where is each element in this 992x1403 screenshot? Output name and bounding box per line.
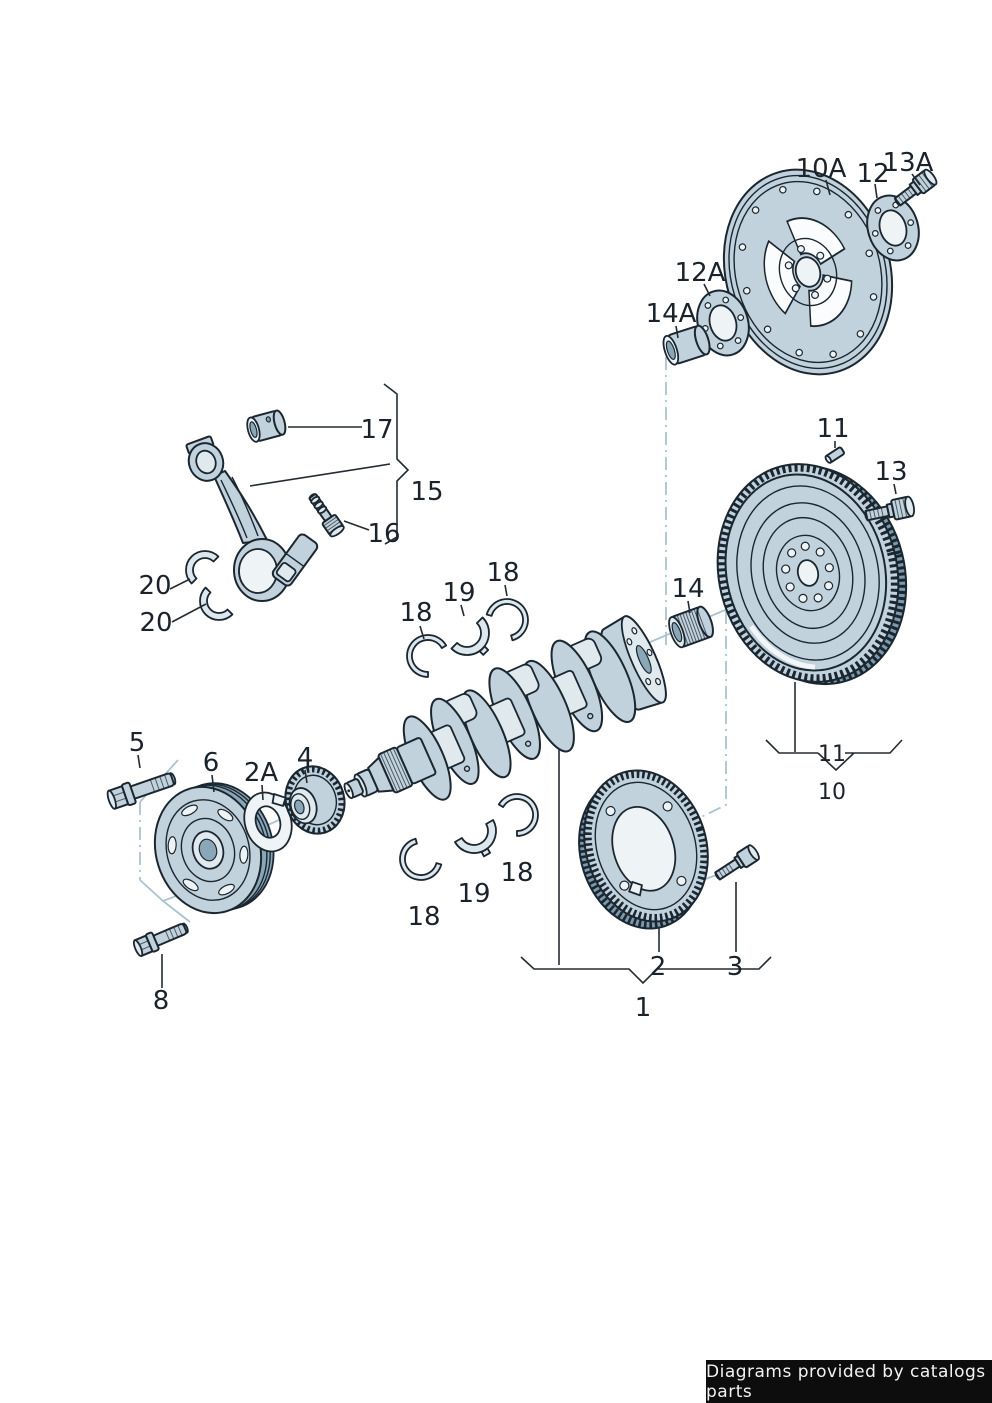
callout-20-upper[interactable]: 20 [138,571,171,601]
callout-15[interactable]: 15 [410,477,443,507]
gear-teeth [284,765,346,835]
callout-5[interactable]: 5 [129,728,146,758]
callout-16[interactable]: 16 [367,519,400,549]
rod-bearing-shell-20-lower[interactable] [192,586,234,628]
drive-plate[interactable] [699,149,917,396]
ring-gear-opening [611,805,677,892]
drive-plate-hub-holes [784,245,832,299]
bolt-8[interactable] [132,919,191,958]
bolt-3[interactable] [712,844,761,884]
bolt-16[interactable] [305,491,345,539]
callout-12a[interactable]: 12A [675,258,726,288]
callout-20-lower[interactable]: 20 [139,608,172,638]
dashdot-line-to-ring-gear [696,611,727,820]
shim-washer-12[interactable] [859,189,926,267]
needle-bearing-14[interactable] [666,605,716,649]
callout-8[interactable]: 8 [153,986,170,1016]
callout-labels: 10A 12 13A 12A 14A 17 15 16 20 20 18 19 … [129,148,934,1023]
callout-19-lower[interactable]: 19 [457,879,490,909]
callout-11-pin[interactable]: 11 [816,414,849,444]
callout-18-upper-right[interactable]: 18 [486,558,519,588]
callout-18-upper-left[interactable]: 18 [399,598,432,628]
ring-gear-holes [605,801,687,891]
callout-12[interactable]: 12 [856,159,889,189]
callout-1[interactable]: 1 [635,993,652,1023]
crankshaft[interactable] [325,607,676,840]
flywheel[interactable] [695,443,929,705]
flywheel-center-bore [796,559,820,587]
callout-18-lower-left[interactable]: 18 [407,902,440,932]
thrust-shell-18-upper-left[interactable] [399,627,448,679]
bracket-11-10 [765,739,903,772]
callout-10a[interactable]: 10A [796,154,847,184]
callout-6[interactable]: 6 [203,748,220,778]
watermark-bar: Diagrams provided by catalogs parts [706,1360,992,1403]
callout-10[interactable]: 10 [818,780,846,805]
bracket-1 [520,956,772,985]
callout-14a[interactable]: 14A [646,299,697,329]
main-shell-19-upper[interactable] [450,616,501,667]
rod-big-end-bore [238,548,278,594]
drive-plate-center-bore [794,256,822,288]
callout-13a[interactable]: 13A [883,148,934,178]
main-shell-19-lower[interactable] [454,819,507,865]
washer-tab [271,792,287,808]
bolt-13[interactable] [863,495,915,526]
watermark-text: Diagrams provided by catalogs parts [706,1361,986,1402]
callout-4[interactable]: 4 [297,743,314,773]
bushing-14a[interactable] [660,324,712,366]
thrust-shell-18-upper-right[interactable] [485,590,537,642]
pulley[interactable] [140,770,289,927]
rod-cap-boss [271,533,319,587]
callout-14[interactable]: 14 [671,574,704,604]
callout-2a[interactable]: 2A [244,758,279,788]
callout-19-upper[interactable]: 19 [442,578,475,608]
brace-15 [383,383,410,545]
flywheel-hub-holes [781,541,834,603]
drive-plate-rim-holes [738,185,878,359]
callout-2[interactable]: 2 [650,952,667,982]
rod-small-end [185,435,225,482]
bolt-13a[interactable] [891,168,938,210]
flange-bolt-holes [626,627,662,686]
thrust-shell-18-lower-left[interactable] [391,837,443,889]
callout-18-lower-right[interactable]: 18 [500,858,533,888]
connecting-rod[interactable] [182,435,319,602]
shim-washer-12a[interactable] [689,284,756,362]
piston-pin-bushing-17[interactable] [245,409,288,443]
rod-bearing-shell-20-upper[interactable] [178,543,220,585]
callout-13[interactable]: 13 [874,457,907,487]
bolt-5[interactable] [105,768,178,811]
thrust-shell-18-lower-right[interactable] [497,786,545,838]
dowel-pin-11[interactable] [824,446,845,464]
leader-lines [137,173,921,988]
pulley-slots [167,804,249,896]
callout-17[interactable]: 17 [360,415,393,445]
sensor-ring-gear[interactable] [558,754,728,944]
callout-3[interactable]: 3 [727,952,744,982]
washer-holes [871,201,915,255]
timing-gear-4[interactable] [277,759,352,841]
callout-11-bracket[interactable]: 11 [818,742,846,767]
flywheel-teeth [718,464,898,682]
crank-spigot-bore [635,644,652,674]
ring-gear-teeth [584,770,708,922]
